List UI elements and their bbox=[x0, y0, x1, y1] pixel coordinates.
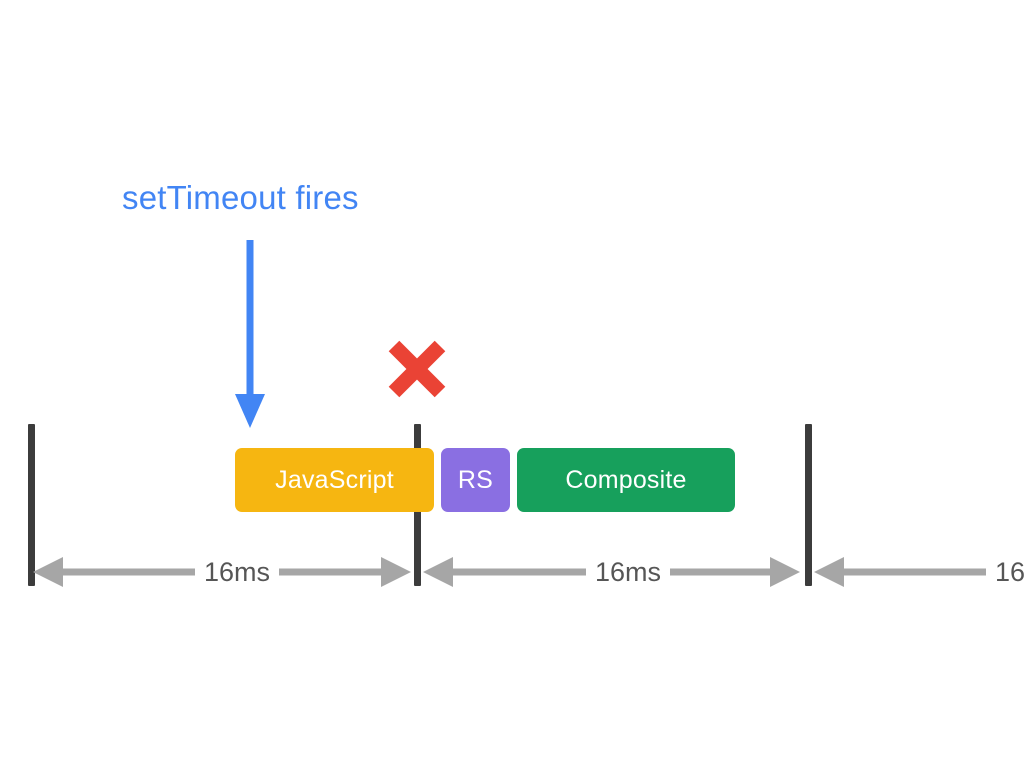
timeline-bar-rs[interactable]: RS bbox=[441, 448, 510, 512]
timeline-bar-javascript[interactable]: JavaScript bbox=[235, 448, 434, 512]
measure-label-0: 16ms bbox=[195, 555, 280, 589]
measure-label-1: 16ms bbox=[586, 555, 671, 589]
frame-boundary-tick-2 bbox=[805, 424, 812, 586]
settimeout-annotation-label: setTimeout fires bbox=[122, 179, 359, 216]
down-arrow-icon bbox=[232, 240, 268, 430]
red-x-icon bbox=[386, 338, 448, 400]
frame-boundary-tick-0 bbox=[28, 424, 35, 586]
timeline-bar-composite[interactable]: Composite bbox=[517, 448, 735, 512]
measure-label-2: 16 bbox=[986, 555, 1024, 589]
